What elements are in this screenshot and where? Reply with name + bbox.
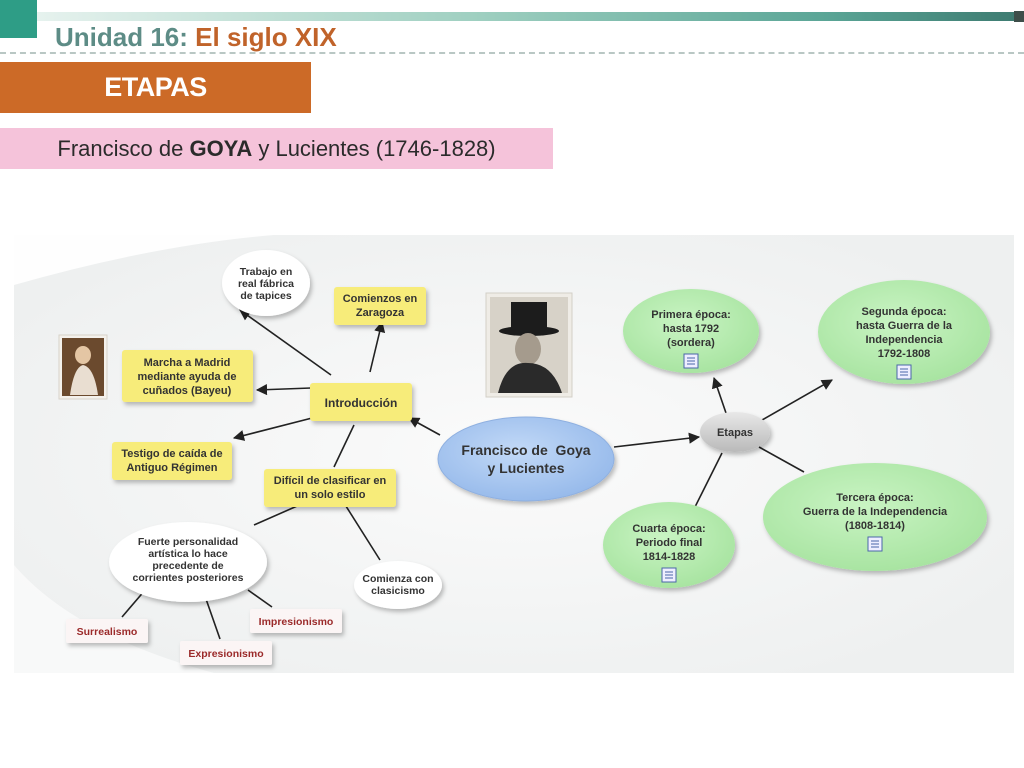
dashed-divider bbox=[0, 52, 1024, 54]
node-primera: Primera época:hasta 1792(sordera) bbox=[623, 289, 759, 373]
resource-icon[interactable] bbox=[896, 364, 912, 380]
subtitle-pre: Francisco de bbox=[57, 135, 190, 161]
subtitle-banner: Francisco de GOYA y Lucientes (1746-1828… bbox=[0, 128, 553, 169]
svg-text:Surrealismo: Surrealismo bbox=[77, 626, 138, 638]
node-impresionismo: Impresionismo bbox=[250, 609, 342, 633]
top-gradient-bar bbox=[37, 12, 1024, 21]
resource-icon[interactable] bbox=[683, 353, 699, 369]
svg-text:Primera época:hasta 1792(sorde: Primera época:hasta 1792(sordera) bbox=[651, 309, 730, 349]
svg-text:Introducción: Introducción bbox=[325, 396, 398, 410]
node-surrealismo: Surrealismo bbox=[66, 619, 148, 643]
svg-text:Expresionismo: Expresionismo bbox=[188, 648, 263, 660]
node-introduccion: Introducción bbox=[310, 383, 412, 421]
svg-text:Etapas: Etapas bbox=[717, 427, 753, 439]
node-expresionismo: Expresionismo bbox=[180, 641, 272, 665]
resource-icon[interactable] bbox=[661, 567, 677, 583]
portrait-small-image bbox=[58, 334, 108, 400]
slide-title: Unidad 16: El siglo XIX bbox=[55, 22, 337, 53]
svg-text:Impresionismo: Impresionismo bbox=[259, 616, 334, 628]
svg-text:Segunda época:hasta Guerra de: Segunda época:hasta Guerra de laIndepend… bbox=[856, 306, 953, 360]
node-tercera: Tercera época:Guerra de la Independencia… bbox=[763, 463, 987, 571]
subtitle-bold: GOYA bbox=[189, 135, 253, 161]
section-banner-label: ETAPAS bbox=[104, 72, 207, 102]
portrait-goya-image bbox=[485, 292, 573, 398]
svg-text:Tercera época:Guerra de la Ind: Tercera época:Guerra de la Independencia… bbox=[803, 492, 948, 532]
corner-accent-square bbox=[0, 0, 37, 38]
title-prefix: Unidad 16: bbox=[55, 22, 188, 52]
resource-icon[interactable] bbox=[867, 536, 883, 552]
section-banner: ETAPAS bbox=[0, 62, 311, 113]
title-accent: El siglo XIX bbox=[195, 22, 337, 52]
top-bar-cap bbox=[1014, 11, 1024, 22]
subtitle-post: y Lucientes (1746-1828) bbox=[252, 135, 496, 161]
node-etapas: Etapas bbox=[700, 412, 770, 452]
